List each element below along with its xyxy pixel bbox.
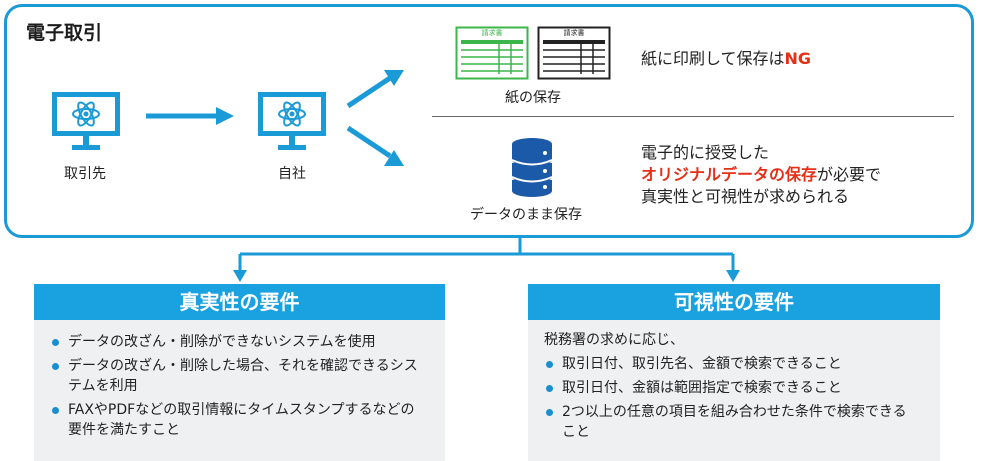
data-statement-line2-suffix: が必要で — [817, 165, 882, 184]
data-statement-line3: 真実性と可視性が求められる — [641, 187, 850, 206]
connector-lines — [233, 236, 740, 282]
authenticity-heading: 真実性の要件 — [34, 284, 445, 320]
visibility-box: 税務署の求めに応じ、 取引日付、取引先名、金額で検索できること 取引日付、金額は… — [528, 320, 940, 461]
partner-label: 取引先 — [64, 166, 106, 182]
authenticity-box: データの改ざん・削除ができないシステムを使用 データの改ざん・削除した場合、それ… — [34, 320, 445, 461]
arrow-right-icon — [146, 107, 234, 125]
visibility-item: 2つ以上の任意の項目を組み合わせた条件で検索できること — [544, 402, 916, 442]
authenticity-item: FAXやPDFなどの取引情報にタイムスタンプするなどの要件を満たすこと — [50, 400, 423, 440]
self-computer-icon — [258, 92, 326, 150]
invoice-green-icon — [455, 26, 529, 80]
section-divider — [432, 116, 954, 117]
data-storage-label: データのまま保存 — [470, 207, 582, 223]
database-icon — [511, 138, 553, 197]
page-title: 電子取引 — [26, 22, 103, 44]
invoice-black-title: 請求書 — [563, 29, 585, 37]
data-statement-line1: 電子的に授受した — [641, 143, 770, 162]
paper-statement-text: 紙に印刷して保存は — [641, 49, 785, 68]
invoice-green-title: 請求書 — [481, 29, 503, 37]
original-data-highlight: オリジナルデータの保存 — [641, 165, 818, 184]
visibility-intro: 税務署の求めに応じ、 — [544, 332, 684, 348]
partner-computer-icon — [52, 92, 120, 150]
paper-statement: 紙に印刷して保存はNG — [641, 48, 811, 70]
visibility-item: 取引日付、金額は範囲指定で検索できること — [544, 378, 916, 398]
visibility-list: 取引日付、取引先名、金額で検索できること 取引日付、金額は範囲指定で検索できるこ… — [544, 354, 916, 442]
invoice-black-icon — [537, 26, 611, 80]
self-label: 自社 — [278, 166, 306, 182]
authenticity-list: データの改ざん・削除ができないシステムを使用 データの改ざん・削除した場合、それ… — [34, 320, 445, 440]
split-arrows-icon — [346, 70, 404, 166]
authenticity-item: データの改ざん・削除ができないシステムを使用 — [50, 332, 423, 352]
visibility-item: 取引日付、取引先名、金額で検索できること — [544, 354, 916, 374]
authenticity-item: データの改ざん・削除した場合、それを確認できるシステムを利用 — [50, 356, 423, 396]
ng-badge: NG — [784, 49, 812, 68]
visibility-heading: 可視性の要件 — [528, 284, 940, 320]
data-statement: 電子的に授受した オリジナルデータの保存が必要で 真実性と可視性が求められる — [641, 142, 881, 208]
paper-storage-label: 紙の保存 — [505, 90, 561, 106]
